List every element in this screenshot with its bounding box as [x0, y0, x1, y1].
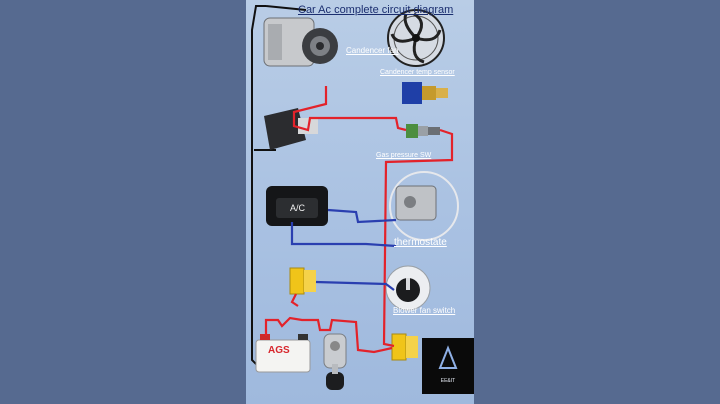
red-wire-3	[264, 316, 393, 354]
circuit-drawing	[251, 5, 459, 390]
left-margin	[0, 0, 246, 404]
label-gas-pressure-switch: Gas pressure SW	[376, 152, 432, 159]
diagram-panel: Car Ac complete circuit diagram Candence…	[246, 0, 474, 404]
ac-switch-label: A/C	[290, 203, 306, 213]
black-wire-top	[265, 5, 307, 11]
red-wire-4	[290, 293, 299, 307]
label-thermostat: thermostate	[394, 237, 447, 248]
label-condenser-temp-sensor: Candencer temp sensor	[380, 69, 455, 76]
compressor-icon	[263, 17, 338, 67]
fuse-icon	[289, 267, 316, 295]
battery-brand-label: AGS	[268, 345, 290, 356]
logo-triangle-icon	[438, 345, 458, 369]
label-condenser-fan: Candencer fan	[346, 46, 399, 55]
condenser-fan-icon	[387, 9, 445, 67]
red-wire-2	[382, 128, 454, 348]
blue-wire-3	[315, 280, 395, 291]
black-wire	[251, 5, 266, 369]
gas-pressure-switch-icon	[406, 124, 440, 138]
label-blower-fan-switch: Blower fan switch	[393, 306, 456, 315]
channel-logo: EE&IT	[422, 338, 474, 394]
relay-icon	[264, 108, 318, 150]
thermostat-icon	[389, 171, 459, 241]
diagram-title: Car Ac complete circuit diagram	[298, 4, 454, 16]
blower-fan-switch-icon	[385, 265, 431, 311]
logo-text: EE&IT	[440, 378, 456, 384]
ignition-switch-icon	[323, 333, 347, 369]
battery-icon	[255, 334, 311, 373]
fuse-icon-2	[391, 333, 418, 361]
condenser-temp-sensor-icon	[402, 82, 448, 104]
ac-switch-icon	[266, 186, 328, 226]
blue-wire	[327, 208, 397, 224]
key-icon	[326, 364, 344, 390]
red-wire	[292, 86, 407, 132]
blue-wire-2	[290, 222, 397, 248]
right-margin	[474, 0, 720, 404]
